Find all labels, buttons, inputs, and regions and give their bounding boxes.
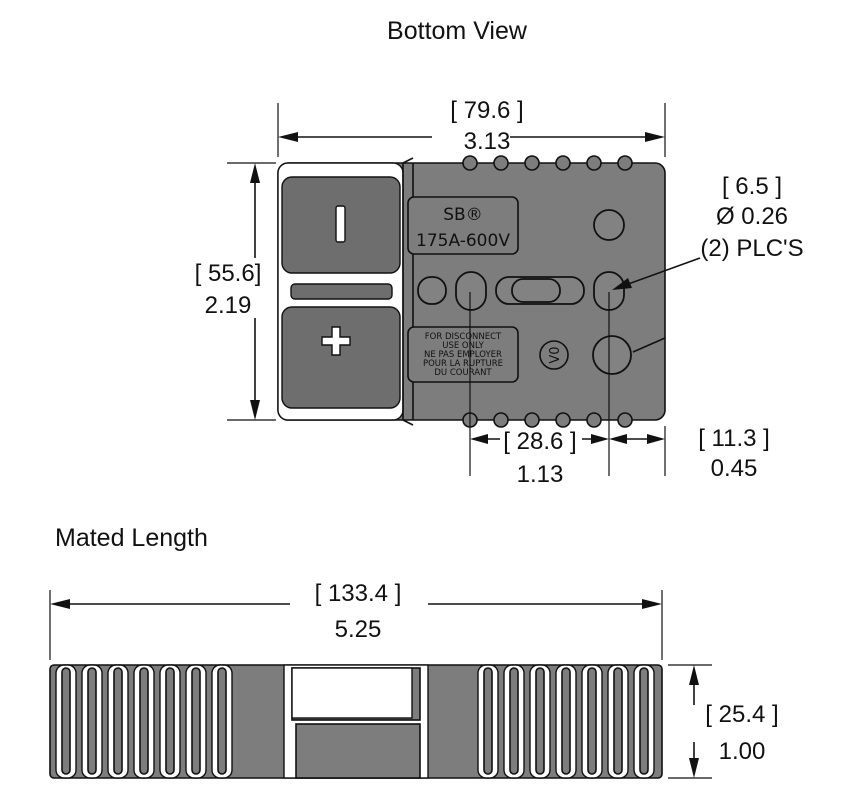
brand-mark: SB® bbox=[443, 205, 482, 225]
left-slot bbox=[417, 276, 447, 305]
length-dimension bbox=[49, 590, 663, 660]
center-inner-slot bbox=[511, 278, 561, 303]
upper-hole bbox=[593, 209, 625, 241]
edge-mm: [ 11.3 ] bbox=[698, 425, 770, 452]
edge-dimension bbox=[609, 426, 666, 476]
top-ribs bbox=[462, 155, 633, 171]
mated-height-dimension bbox=[668, 664, 712, 779]
width-mm: [ 79.6 ] bbox=[450, 97, 523, 124]
warning-line: FOR DISCONNECT bbox=[425, 332, 502, 342]
negative-symbol bbox=[335, 205, 346, 243]
bottom-ribs bbox=[462, 412, 633, 428]
center-slot bbox=[290, 283, 393, 300]
lower-hole bbox=[592, 335, 632, 375]
material-mark: V0 bbox=[548, 346, 563, 363]
warning-line: NE PAS EMPLOYER bbox=[424, 350, 502, 360]
width-in: 3.13 bbox=[464, 128, 511, 155]
coupling-window bbox=[291, 667, 413, 719]
hole-diameter: Ø 0.26 bbox=[716, 203, 788, 230]
height-in: 2.19 bbox=[205, 292, 252, 319]
pitch-in: 1.13 bbox=[517, 461, 564, 488]
length-in: 5.25 bbox=[335, 616, 382, 643]
warning-line: POUR LA RUPTURE bbox=[423, 359, 503, 369]
mated-height-in: 1.00 bbox=[719, 738, 766, 765]
positive-symbol bbox=[321, 326, 351, 356]
height-mm: [ 55.6] bbox=[195, 260, 262, 287]
mated-height-mm: [ 25.4 ] bbox=[705, 701, 778, 728]
hole-mm: [ 6.5 ] bbox=[722, 173, 782, 200]
mated-side-view bbox=[49, 664, 663, 779]
left-mount-hole bbox=[455, 271, 487, 311]
positive-contact-pocket bbox=[281, 306, 401, 409]
pitch-dimension bbox=[469, 292, 610, 476]
lower-coupling bbox=[295, 723, 421, 779]
rating-text: 175A-600V bbox=[416, 231, 510, 251]
warning-line: DU COURANT bbox=[434, 368, 492, 378]
material-mark-circle bbox=[539, 340, 569, 370]
warning-label-box bbox=[407, 326, 519, 383]
rating-label-box bbox=[407, 196, 519, 255]
warning-text: FOR DISCONNECT USE ONLY NE PAS EMPLOYER … bbox=[423, 332, 503, 378]
pitch-mm: [ 28.6 ] bbox=[503, 428, 576, 455]
width-dimension bbox=[277, 103, 666, 157]
length-mm: [ 133.4 ] bbox=[315, 580, 402, 607]
hole-callout-leaders bbox=[612, 257, 701, 353]
bottom-view-title: Bottom View bbox=[387, 17, 528, 45]
mounting-features bbox=[417, 209, 632, 375]
mated-length-title: Mated Length bbox=[55, 524, 208, 552]
height-dimension bbox=[227, 162, 276, 421]
warning-line: USE ONLY bbox=[442, 341, 484, 351]
edge-in: 0.45 bbox=[711, 455, 758, 482]
hole-count: (2) PLC'S bbox=[700, 235, 803, 262]
